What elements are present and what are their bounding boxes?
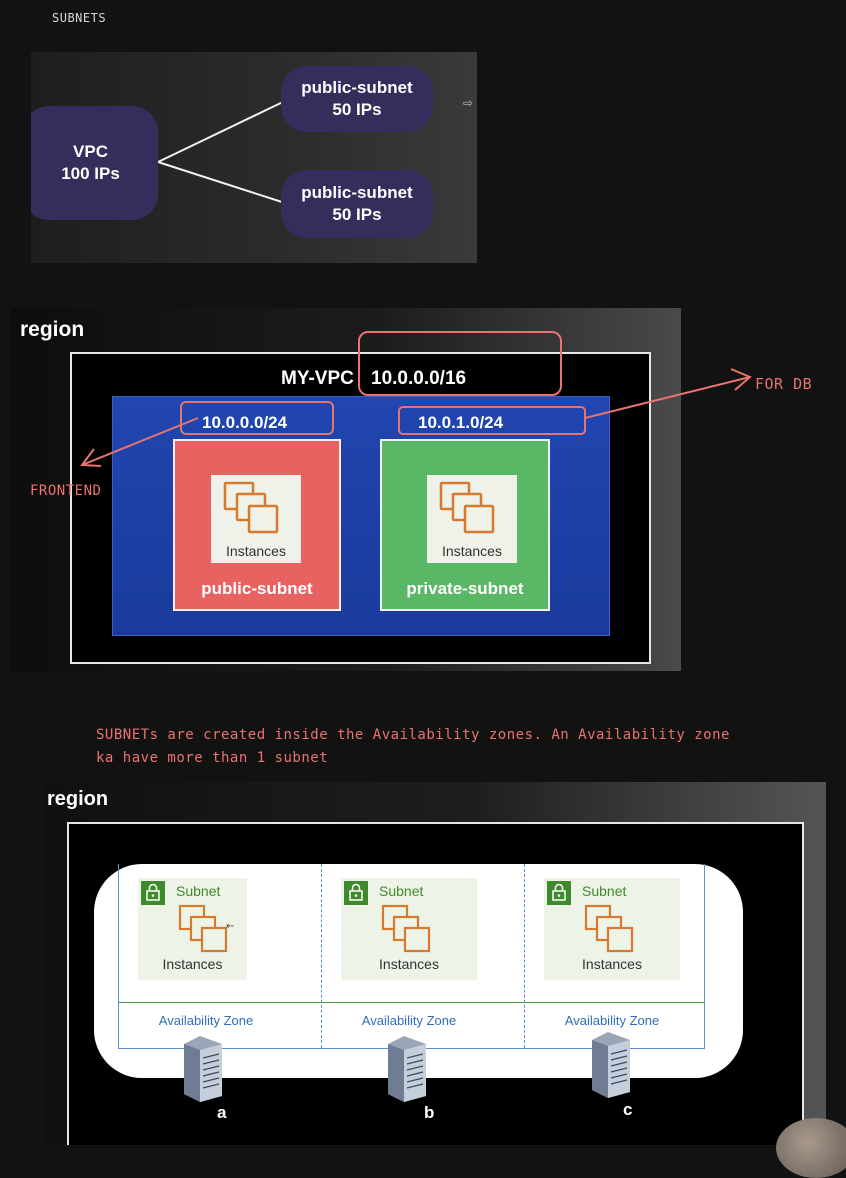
region-label: region xyxy=(47,788,109,810)
instances-icon xyxy=(223,481,279,534)
region-vpc-diagram: region MY-VPC 10.0.0.0/16 10.0.0.0/24 In… xyxy=(11,308,681,671)
public-subnet-name: public-subnet xyxy=(201,579,313,598)
private-subnet-cidr: 10.0.1.0/24 xyxy=(418,413,504,432)
instances-card: Instances xyxy=(427,475,517,563)
zone-a-subnet-card: Subnet Instances xyxy=(138,878,247,980)
zone-b-letter: b xyxy=(424,1103,435,1122)
instances-label: Instances xyxy=(162,956,223,972)
lock-icon xyxy=(547,881,571,905)
public-subnet-cidr: 10.0.0.0/24 xyxy=(202,413,288,432)
webcam-overlay xyxy=(776,1118,846,1178)
private-subnet-name: private-subnet xyxy=(406,579,524,598)
zone-a-az-label: Availability Zone xyxy=(158,1013,254,1028)
instances-icon xyxy=(439,481,495,534)
subnet-node-ips: 50 IPs xyxy=(332,205,382,224)
note-line-1: SUBNETs are created inside the Availabil… xyxy=(96,727,730,743)
note-line-2: ka have more than 1 subnet xyxy=(96,750,329,766)
instances-icon xyxy=(381,904,431,953)
zone-c-az-label: Availability Zone xyxy=(564,1013,660,1028)
subnet-label: Subnet xyxy=(379,883,424,899)
vpc-node-ips: 100 IPs xyxy=(61,164,120,183)
private-subnet-box: Instances private-subnet xyxy=(380,439,550,611)
zone-b-subnet-card: Subnet Instances xyxy=(341,878,477,980)
server-icon xyxy=(388,1036,426,1102)
region-label: region xyxy=(20,318,85,341)
instances-icon xyxy=(584,904,634,953)
subnet-node-top: public-subnet 50 IPs xyxy=(281,66,433,132)
arrow-icon: ⇨ xyxy=(463,96,474,110)
vpc-box: MY-VPC 10.0.0.0/16 10.0.0.0/24 Instances… xyxy=(70,352,651,664)
vpc-cidr-area: 10.0.0.0/24 Instances public-subnet 10.0… xyxy=(112,396,610,636)
zone-a-letter: a xyxy=(217,1103,227,1122)
availability-zone-note: SUBNETs are created inside the Availabil… xyxy=(96,724,730,770)
instances-label: Instances xyxy=(226,543,286,559)
server-icon xyxy=(592,1032,630,1098)
frontend-annotation: FRONTEND xyxy=(30,483,102,499)
vpc-name: MY-VPC xyxy=(281,368,354,389)
subnet-node-bottom: public-subnet 50 IPs xyxy=(281,170,433,238)
public-cidr-highlight xyxy=(180,401,334,435)
zone-divider-2 xyxy=(524,864,525,1048)
subnet-label: Subnet xyxy=(176,883,221,899)
notes-title: SUBNETS xyxy=(52,11,107,25)
vpc-cidr-highlight xyxy=(358,331,562,396)
cursor-icon: ← xyxy=(226,921,235,932)
lock-icon xyxy=(344,881,368,905)
vpc-node-title: VPC xyxy=(73,142,108,161)
zone-c-subnet-card: Subnet Instances xyxy=(544,878,680,980)
instances-card: Instances xyxy=(211,475,301,563)
server-icon xyxy=(184,1036,222,1102)
public-subnet-box: Instances public-subnet xyxy=(173,439,341,611)
annotation-strokes xyxy=(80,331,752,467)
vpc-node: VPC 100 IPs xyxy=(31,106,158,220)
instances-label: Instances xyxy=(379,956,439,972)
lock-icon xyxy=(141,881,165,905)
subnet-node-title: public-subnet xyxy=(301,183,413,202)
subnet-divider xyxy=(119,1002,704,1003)
subnet-label: Subnet xyxy=(582,883,627,899)
instances-label: Instances xyxy=(442,543,502,559)
private-cidr-highlight xyxy=(398,406,586,435)
zone-c-letter: c xyxy=(623,1100,633,1119)
vpc-subnet-split-diagram: VPC 100 IPs public-subnet 50 IPs public-… xyxy=(31,52,477,263)
vpc-cidr: 10.0.0.0/16 xyxy=(371,368,467,389)
for-db-annotation: FOR DB xyxy=(755,375,813,393)
zone-divider-1 xyxy=(321,864,322,1048)
split-lines xyxy=(157,100,286,204)
subnet-node-title: public-subnet xyxy=(301,78,413,97)
instances-label: Instances xyxy=(582,956,642,972)
subnet-node-ips: 50 IPs xyxy=(332,100,382,119)
instances-icon xyxy=(178,904,228,953)
zone-b-az-label: Availability Zone xyxy=(361,1013,457,1028)
